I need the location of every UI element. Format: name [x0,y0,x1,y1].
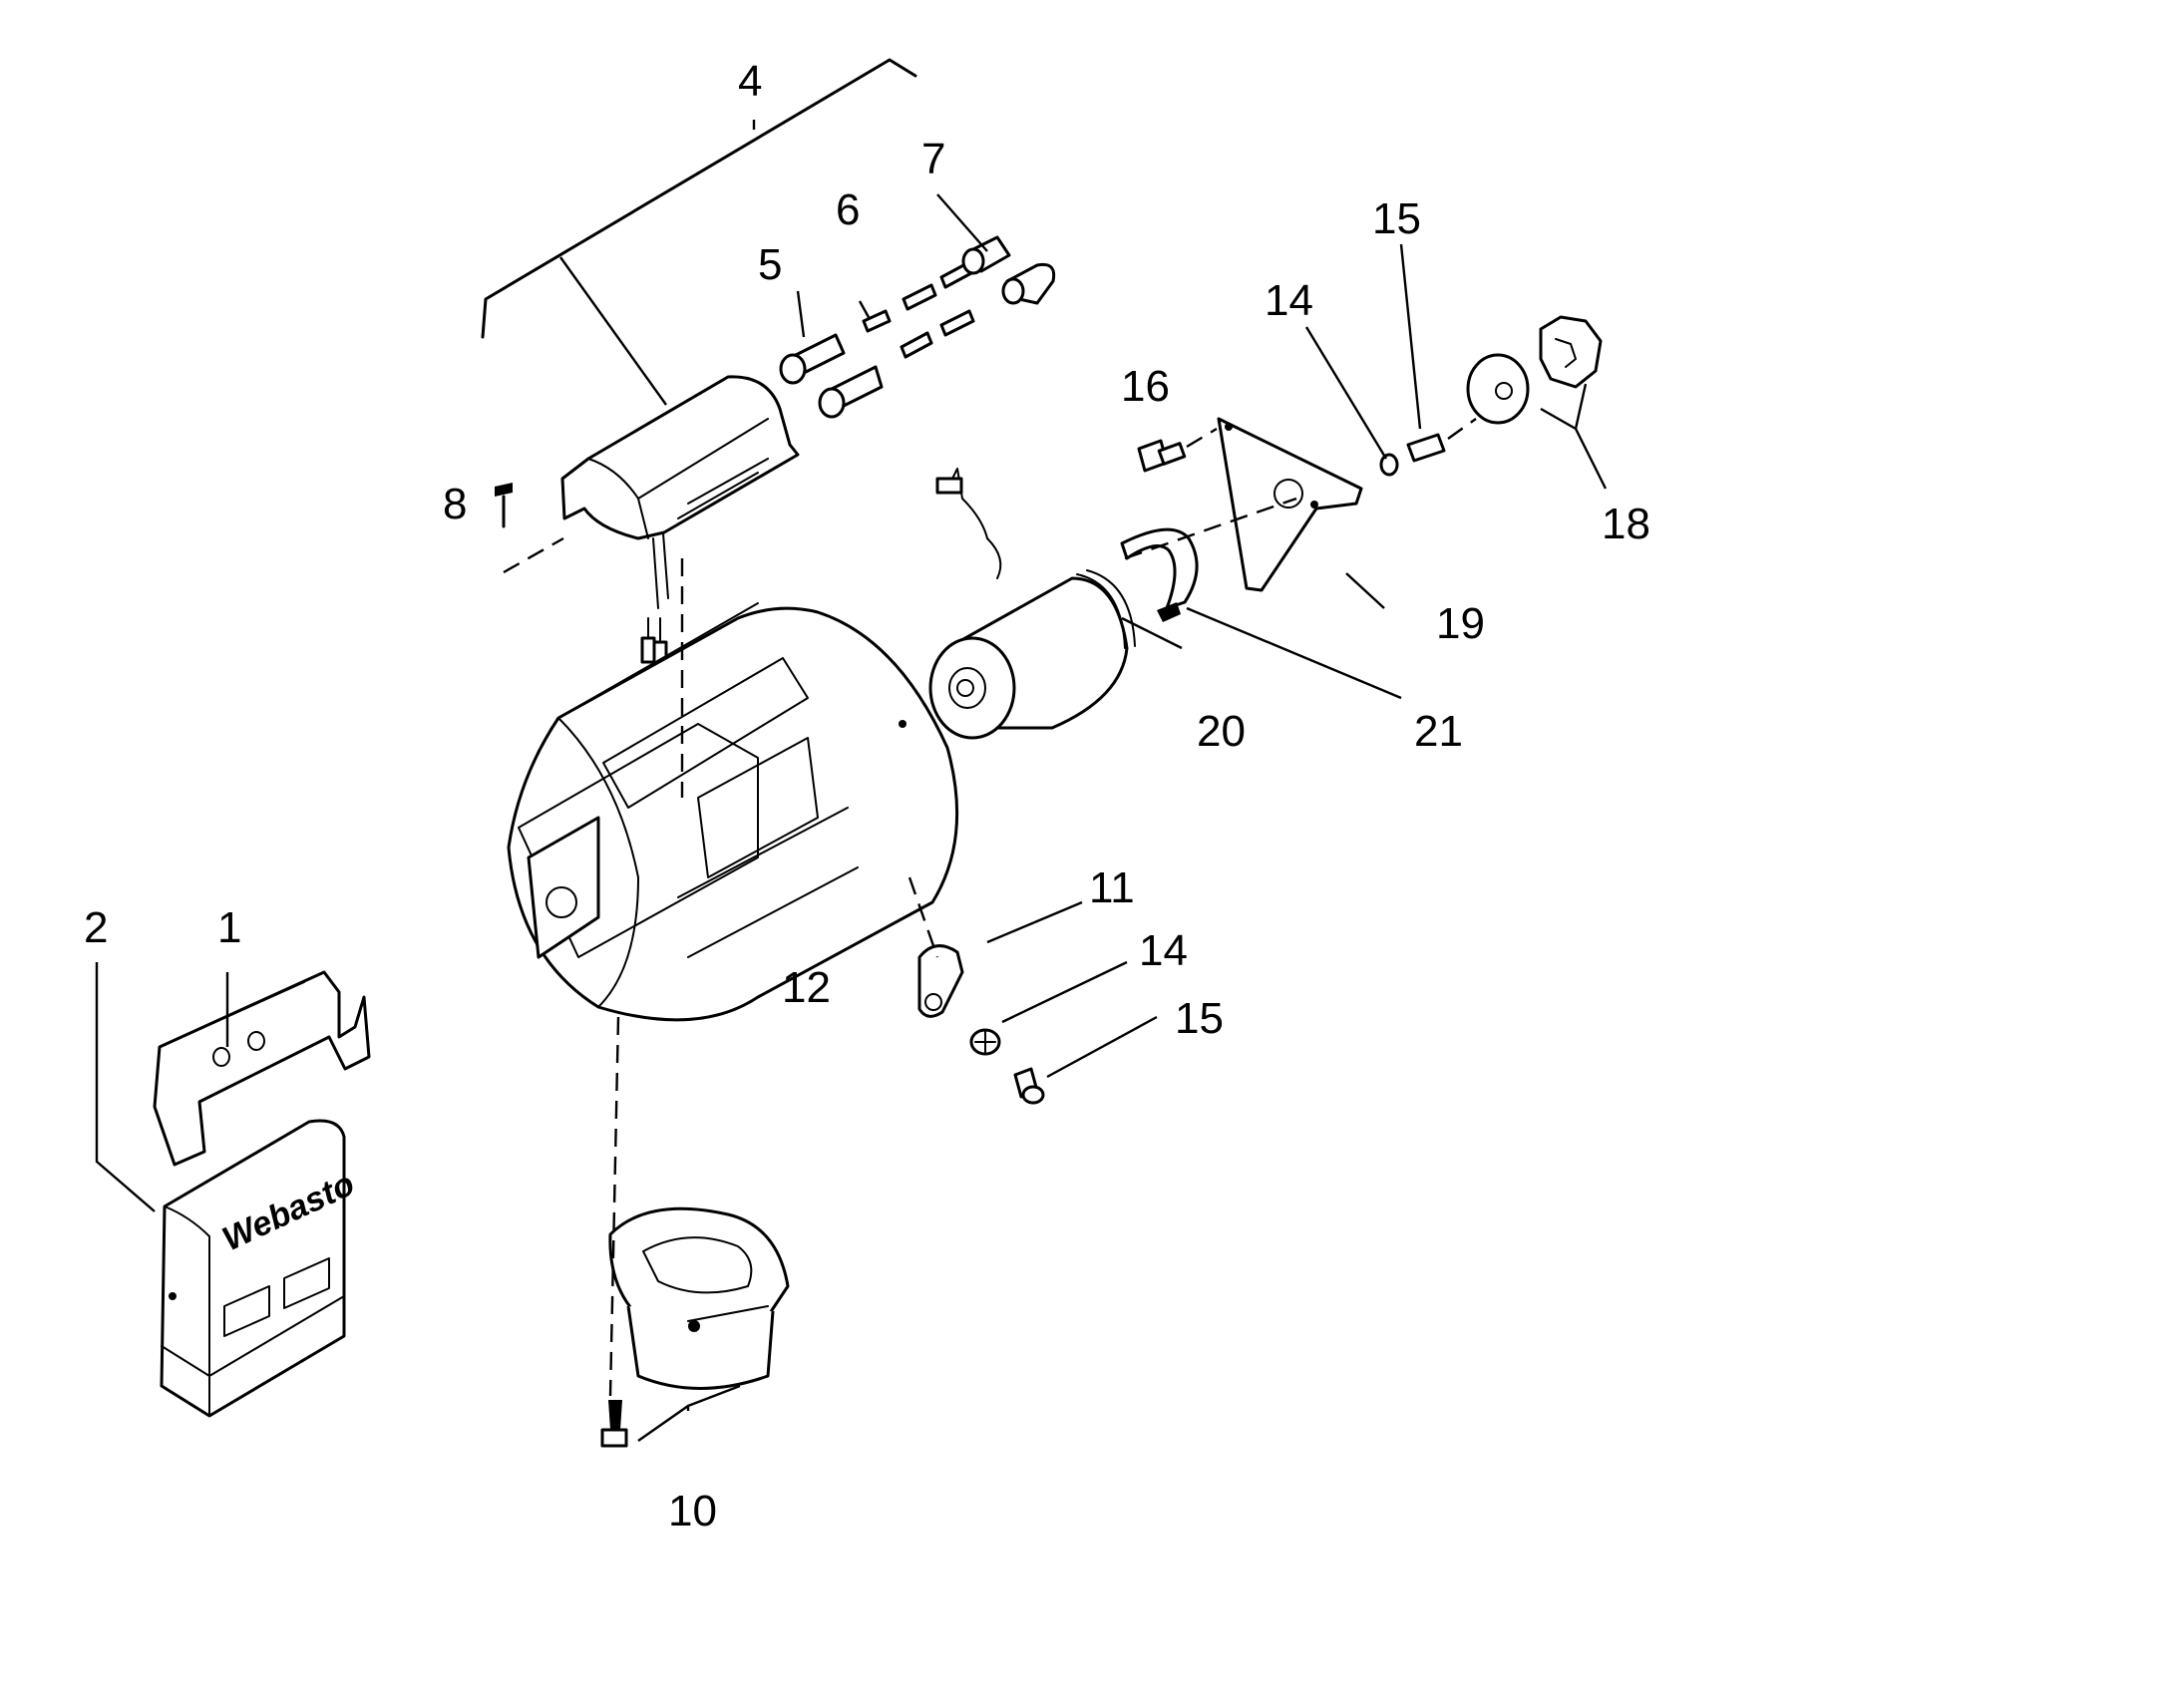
callout-11: 11 [1089,863,1135,912]
callout-12: 12 [782,963,831,1012]
burner-housing [507,602,959,1022]
exhaust-adapter [608,1206,790,1390]
callout-16: 16 [1121,362,1170,411]
ignition-coil [560,375,800,666]
callout-1: 1 [217,903,241,952]
ignition-cables [862,261,975,359]
leader-lines [95,193,1608,1442]
callout-18: 18 [1602,500,1650,548]
callout-2: 2 [84,903,108,952]
callout-4: 4 [738,57,762,106]
callout-8: 8 [443,480,467,528]
screw-10 [600,1400,628,1448]
callout-10: 10 [668,1487,717,1536]
callout-14-top: 14 [1265,276,1313,325]
pipe-clip-set [917,944,1045,1105]
angle-plugs [961,235,1056,305]
callout-5: 5 [758,240,782,289]
callout-21: 21 [1414,707,1463,756]
callout-20: 20 [1197,707,1246,756]
callout-15-bottom: 15 [1175,994,1224,1043]
screw-8 [495,483,513,528]
callout-15-top: 15 [1372,194,1421,243]
washer-screw-top [1379,433,1446,477]
assembly-bracket-4 [481,58,917,406]
screw-16 [1137,439,1187,473]
callout-14-bottom: 14 [1139,926,1188,975]
callout-19: 19 [1436,599,1485,648]
callout-7: 7 [921,135,945,183]
callout-6: 6 [836,185,860,234]
ignition-cable-connectors [779,333,884,419]
control-unit-bracket [153,970,371,1167]
blower-motor [928,468,1136,740]
callout-labels: 1 2 4 5 6 7 8 10 11 12 14 14 15 15 16 18… [84,57,1650,1536]
control-unit: Webasto [160,1119,360,1418]
fan-coupling [1466,315,1603,425]
motor-clamp-ring [1120,527,1199,622]
mounting-plate [1217,417,1363,592]
